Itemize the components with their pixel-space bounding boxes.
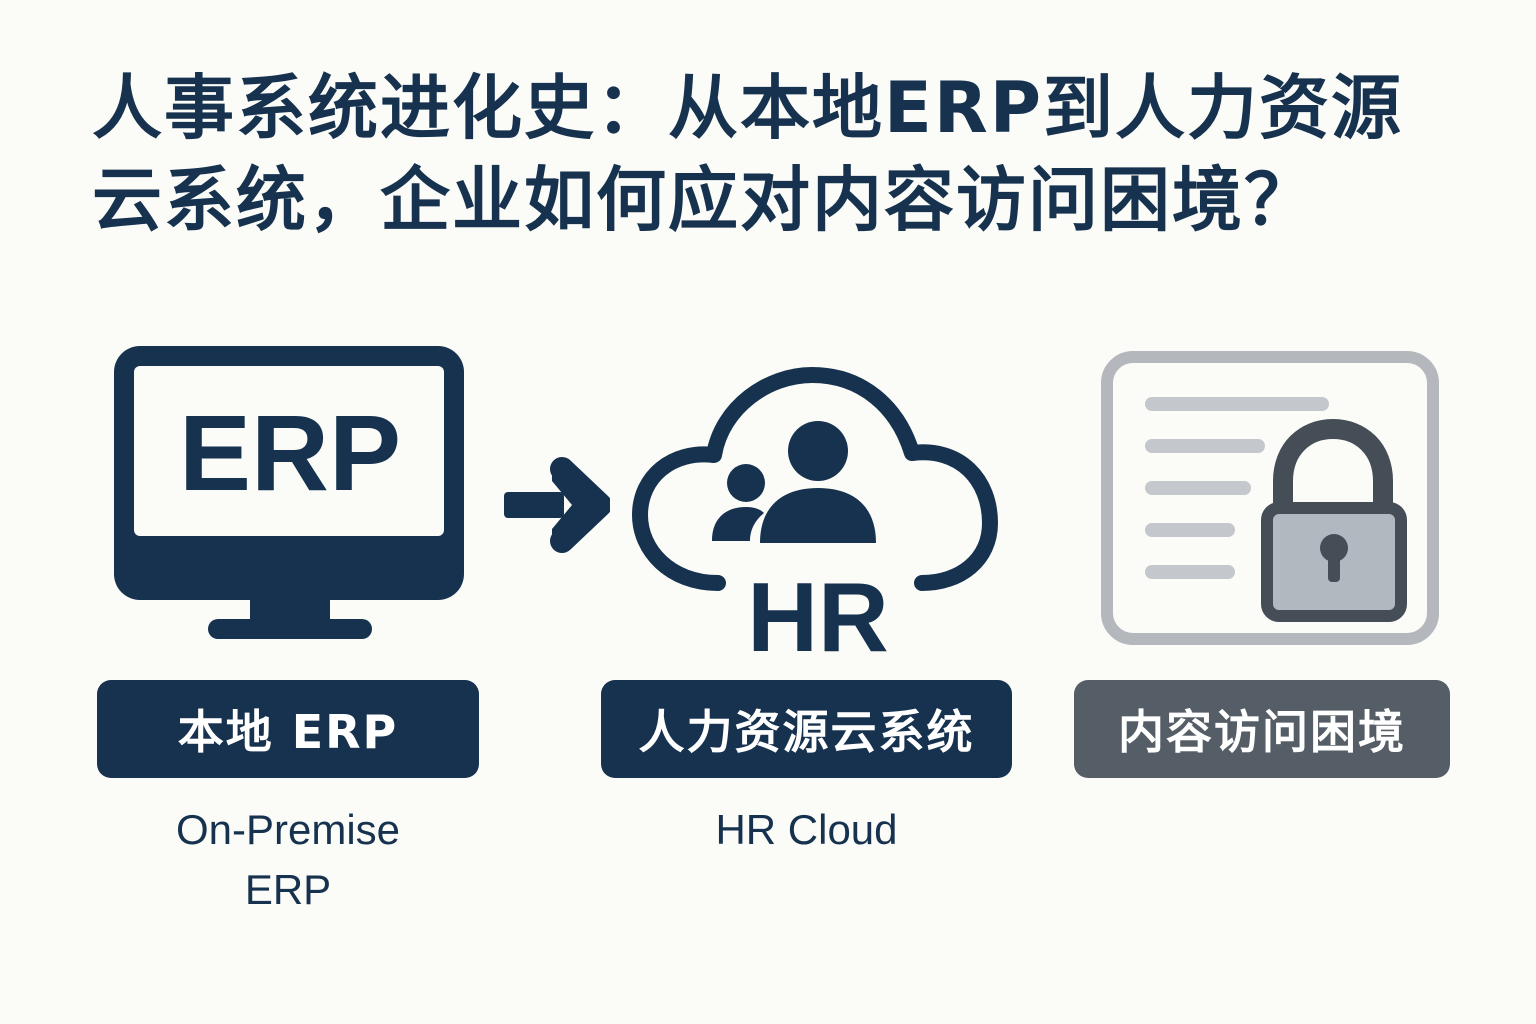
page-title: 人事系统进化史：从本地ERP到人力资源 云系统，企业如何应对内容访问困境？: [92, 62, 1472, 246]
monitor-icon-text: ERP: [179, 392, 401, 513]
stage-subtitle-hr-cloud: HR Cloud: [601, 800, 1012, 860]
cloud-icon-text: HR: [747, 562, 889, 665]
stage-label-text: 人力资源云系统: [638, 705, 975, 759]
stage-label-access-dilemma: 内容访问困境: [1074, 680, 1450, 778]
monitor-icon: ERP: [114, 346, 464, 639]
locked-document-icon: [1101, 351, 1439, 645]
stage-label-on-premise-erp: 本地 ERP: [97, 680, 479, 778]
subtitle-line: ERP: [244, 866, 332, 913]
title-line-2: 云系统，企业如何应对内容访问困境？: [92, 159, 1316, 241]
arrow-right-icon: [504, 457, 610, 553]
stage-label-text: 本地 ERP: [177, 705, 399, 759]
subtitle-line: HR Cloud: [715, 806, 898, 853]
title-line-1: 人事系统进化史：从本地ERP到人力资源: [92, 67, 1404, 149]
stage-label-hr-cloud: 人力资源云系统: [601, 680, 1012, 778]
subtitle-line: On-Premise: [175, 806, 401, 853]
cloud-people-icon: HR: [632, 367, 998, 665]
stage-subtitle-on-premise: On-Premise ERP: [97, 800, 479, 920]
stage-label-text: 内容访问困境: [1118, 705, 1406, 759]
